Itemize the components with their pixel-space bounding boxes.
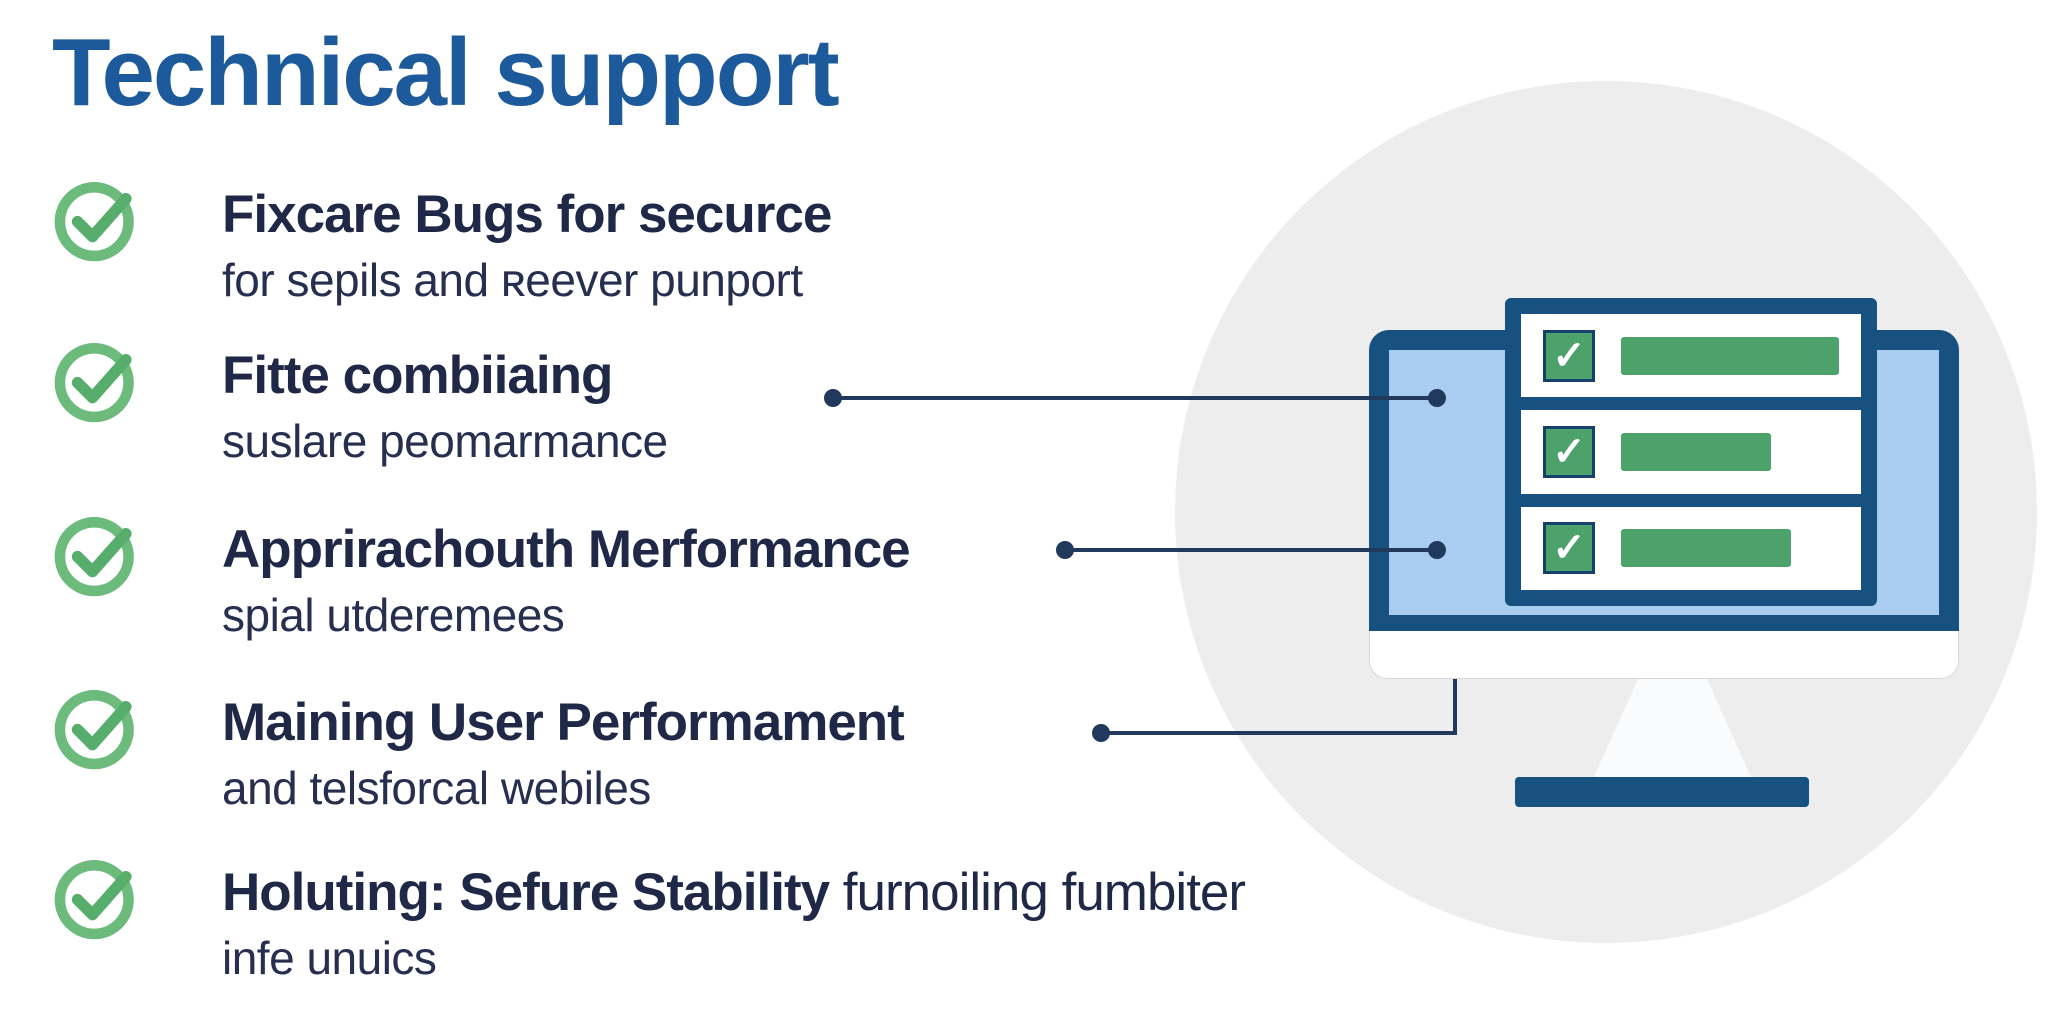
item-title-regular: furnoiling fumbiter <box>829 863 1246 922</box>
connector-dot <box>1092 724 1110 742</box>
item-text: Apprirachouth Merformance spial utdereme… <box>222 520 911 642</box>
list-item: Fitte combiiaing suslare peomarmance <box>52 343 668 468</box>
monitor-stand-base <box>1515 777 1809 807</box>
checklist-row: ✓ <box>1521 410 1861 494</box>
page-title: Technical support <box>52 19 840 126</box>
connector-line-3 <box>1101 731 1457 735</box>
checklist-bar <box>1621 529 1791 568</box>
item-title: Holuting: Sefure Stability furnoiling fu… <box>222 863 1246 922</box>
connector-line-1 <box>833 396 1437 400</box>
item-title: Apprirachouth Merformance <box>222 520 911 579</box>
item-text: Maining User Performament and telsforcal… <box>222 693 905 815</box>
checkbox-checked-icon: ✓ <box>1543 329 1595 382</box>
item-title: Fitte combiiaing <box>222 346 613 405</box>
item-subtitle: and telsforcal webiles <box>222 761 651 814</box>
item-text: Holuting: Sefure Stability furnoiling fu… <box>222 863 1246 985</box>
item-title-bold: Holuting: Sefure Stability <box>222 863 830 922</box>
item-text: Fitte combiiaing suslare peomarmance <box>222 348 668 468</box>
list-item: Apprirachouth Merformance spial utdereme… <box>52 517 911 642</box>
check-circle-icon <box>54 182 134 262</box>
list-item: Holuting: Sefure Stability furnoiling fu… <box>52 860 1246 985</box>
checkbox-checked-icon: ✓ <box>1543 425 1595 478</box>
check-circle-icon <box>54 517 134 597</box>
item-text: Fixcare Bugs for securce for sepils and … <box>222 185 832 307</box>
connector-line-3-elbow <box>1453 679 1457 733</box>
checklist-bar <box>1621 336 1839 375</box>
connector-line-2 <box>1065 548 1437 552</box>
item-subtitle: spial utderemees <box>222 588 565 641</box>
checklist-bar <box>1621 432 1771 471</box>
check-circle-icon <box>54 860 134 940</box>
checkbox-checked-icon: ✓ <box>1543 522 1595 575</box>
check-circle-icon <box>54 343 134 423</box>
checklist-row: ✓ <box>1521 314 1861 398</box>
connector-dot <box>824 389 842 407</box>
item-title: Fixcare Bugs for securce <box>222 185 832 244</box>
connector-dot <box>1428 389 1446 407</box>
list-item: Maining User Performament and telsforcal… <box>52 690 905 815</box>
checklist-row: ✓ <box>1521 506 1861 590</box>
connector-dot <box>1056 541 1074 559</box>
checklist-panel: ✓ ✓ ✓ <box>1505 298 1877 606</box>
item-subtitle: suslare peomarmance <box>222 414 668 467</box>
item-subtitle: infe unuics <box>222 931 437 984</box>
list-item: Fixcare Bugs for securce for sepils and … <box>52 182 832 307</box>
check-circle-icon <box>54 690 134 770</box>
item-subtitle: for sepils and ʀeever punport <box>222 253 803 306</box>
connector-dot <box>1428 541 1446 559</box>
item-title: Maining User Performament <box>222 693 905 752</box>
monitor-chin <box>1369 631 1959 679</box>
